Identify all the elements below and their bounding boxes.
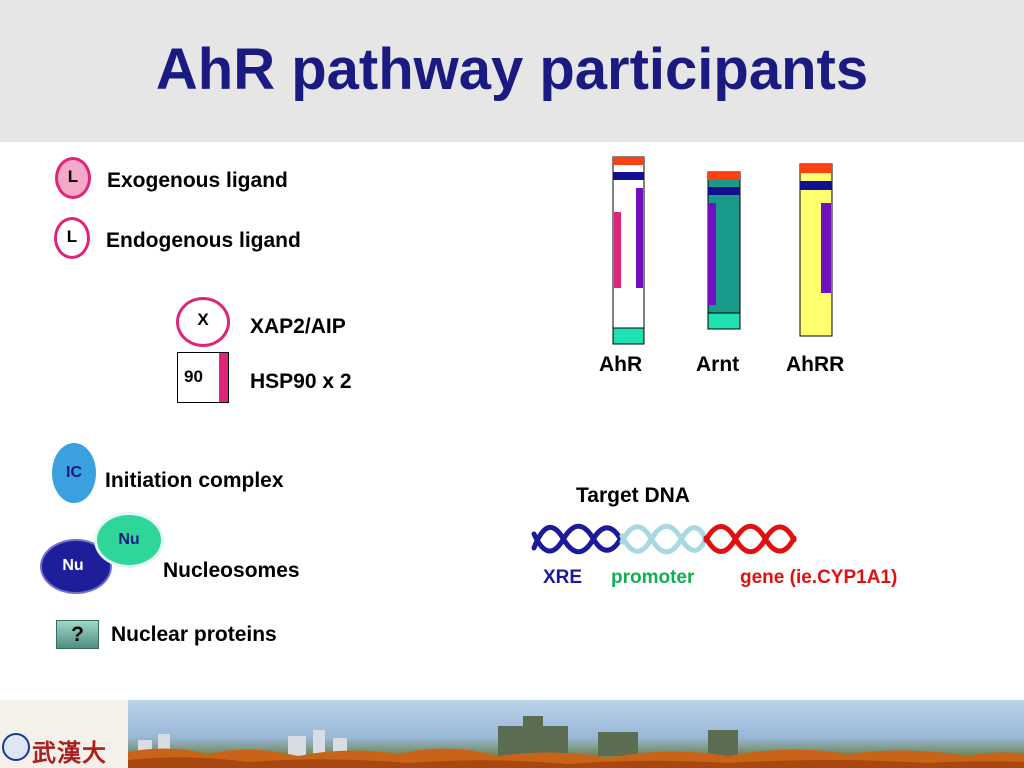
hsp90-symbol-text: 90 <box>184 367 203 386</box>
ahrr-bar <box>799 163 833 337</box>
xap2-label: XAP2/AIP <box>250 315 346 338</box>
ahr-bottom-domain <box>612 327 645 345</box>
university-seal-icon <box>2 733 30 761</box>
ahr-bar <box>612 156 645 345</box>
arnt-bottom-domain <box>707 312 741 330</box>
dna-helix <box>531 523 797 555</box>
arnt-top-domain <box>708 172 740 180</box>
ahr-top-domain <box>613 157 644 165</box>
nucleosome-front-symbol: Nu <box>94 512 164 568</box>
xre-label: XRE <box>543 567 583 588</box>
target-dna-title: Target DNA <box>576 484 690 507</box>
ahrr-navy-domain <box>800 181 832 190</box>
university-logo: 武漢大學 <box>0 700 128 768</box>
arnt-navy-domain <box>708 187 740 195</box>
hsp90-label: HSP90 x 2 <box>250 370 352 393</box>
footer-banner: 武漢大學 <box>0 700 1024 768</box>
ahrr-purple-domain <box>821 203 831 293</box>
nucleosomes-label: Nucleosomes <box>163 559 300 582</box>
exogenous-ligand-symbol: L <box>55 157 91 199</box>
campus-skyline-image <box>128 716 1024 768</box>
ahr-magenta-domain <box>614 212 621 288</box>
initiation-complex-symbol: IC <box>52 443 96 503</box>
protein-label-ahr: AhR <box>599 353 643 376</box>
ahrr-top-domain <box>800 164 832 173</box>
endogenous-ligand-label: Endogenous ligand <box>106 229 301 252</box>
hsp90-bar <box>219 353 228 402</box>
university-name: 武漢大學 <box>32 738 107 767</box>
endogenous-ligand-symbol: L <box>54 217 90 259</box>
title-bar <box>0 0 1024 142</box>
protein-label-arnt: Arnt <box>696 353 740 376</box>
page-title: AhR pathway participants <box>155 37 869 102</box>
arnt-bar <box>707 171 741 330</box>
protein-domain-bars <box>612 156 833 345</box>
helix-xre-segment <box>531 523 625 555</box>
nuclear-proteins-symbol: ? <box>56 620 99 649</box>
arnt-purple-domain <box>708 203 716 305</box>
ahr-purple-domain <box>636 188 643 288</box>
exogenous-ligand-label: Exogenous ligand <box>107 169 288 192</box>
initiation-complex-label: Initiation complex <box>105 469 284 492</box>
nuclear-proteins-label: Nuclear proteins <box>111 623 277 646</box>
helix-gene-segment <box>703 523 797 555</box>
promoter-label: promoter <box>611 567 695 588</box>
helix-promoter-segment <box>619 523 709 555</box>
gene-label: gene (ie.CYP1A1) <box>740 567 898 588</box>
hsp90-symbol: 90 <box>177 352 229 403</box>
xap2-symbol: X <box>176 297 230 347</box>
ahr-navy-domain <box>613 172 644 180</box>
protein-label-ahrr: AhRR <box>786 353 845 376</box>
